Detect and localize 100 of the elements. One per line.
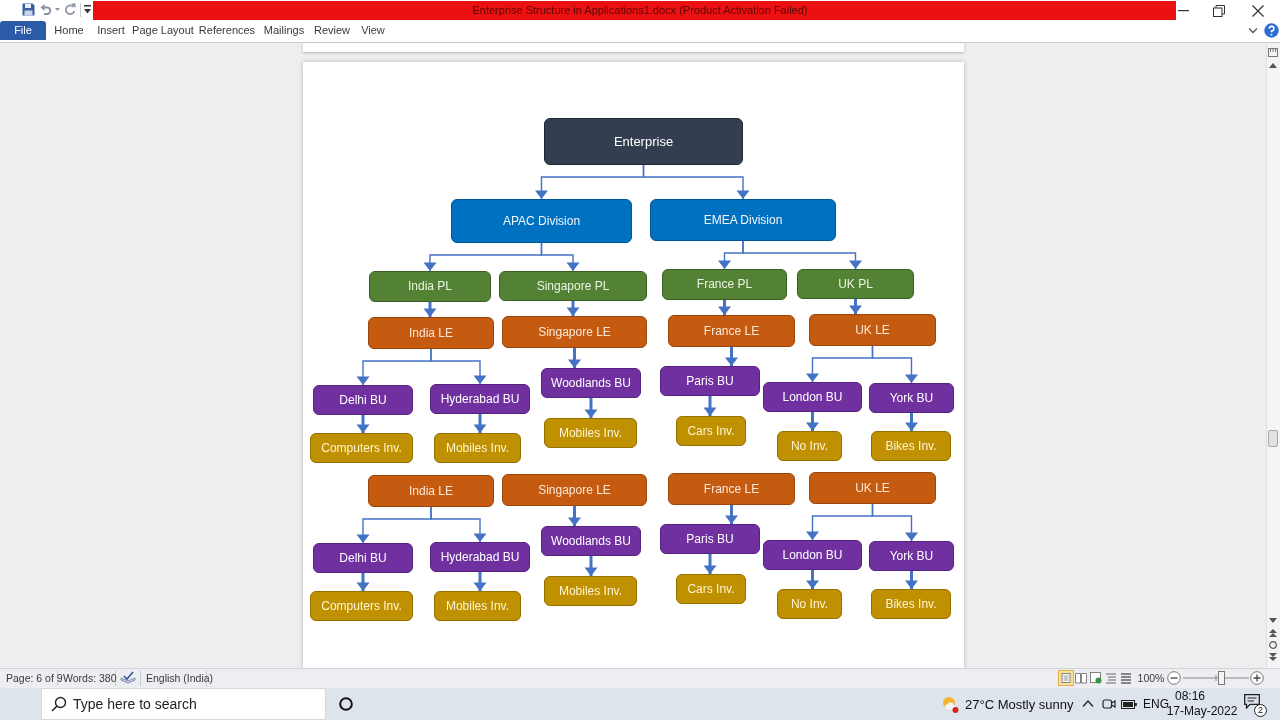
box-label: France LE xyxy=(703,481,760,497)
org-box xyxy=(871,431,951,461)
org-box xyxy=(668,473,795,505)
connector-arrow xyxy=(473,572,487,591)
box-label: UK LE xyxy=(855,480,890,496)
org-box xyxy=(660,366,760,396)
language-status: English (India) xyxy=(146,671,214,685)
connector-arrow xyxy=(849,299,862,314)
box-label: France LE xyxy=(703,323,760,339)
box-label: India PL xyxy=(407,279,452,294)
org-box xyxy=(777,431,842,461)
connector-arrow xyxy=(806,570,819,589)
box-label: Singapore PL xyxy=(536,278,610,294)
box-label: Cars Inv. xyxy=(687,423,735,439)
box-label: Mobiles Inv. xyxy=(445,440,510,456)
box-label: Hyderabad BU xyxy=(440,391,520,407)
org-box xyxy=(430,542,530,572)
box-label: London BU xyxy=(782,389,843,405)
box-label: Mobiles Inv. xyxy=(558,425,623,441)
connector-arrow xyxy=(430,506,487,543)
file-tab: File xyxy=(0,21,46,40)
org-box xyxy=(310,591,413,621)
box-label: Paris BU xyxy=(686,373,734,389)
org-box xyxy=(434,433,521,463)
ribbon-tab: Home xyxy=(51,23,87,39)
connector-arrow xyxy=(742,240,862,270)
org-box xyxy=(544,418,637,448)
connector-arrow xyxy=(871,503,918,542)
clock-time: 08:16 xyxy=(1175,688,1205,704)
org-box xyxy=(368,317,494,349)
connector-arrow xyxy=(430,348,487,385)
word-count: Words: 380 xyxy=(63,671,117,685)
org-box xyxy=(650,199,836,241)
org-box xyxy=(763,540,862,570)
connector-arrow xyxy=(905,413,918,431)
org-box xyxy=(660,524,760,554)
zoom-level: 100% xyxy=(1137,671,1165,685)
box-label: Delhi BU xyxy=(339,550,387,566)
org-box xyxy=(763,382,862,412)
org-box xyxy=(369,271,491,302)
connector-arrow xyxy=(540,242,580,272)
box-label: Woodlands BU xyxy=(551,375,631,391)
box-label: France PL xyxy=(696,277,753,292)
ribbon-tab: References xyxy=(195,23,259,39)
org-box xyxy=(541,526,641,556)
window-title: Enterprise Structure in Applications1.docx (Product Activation Failed) xyxy=(472,4,808,18)
box-label: York BU xyxy=(889,390,934,406)
ribbon-tab: Page Layout xyxy=(129,23,197,39)
org-box xyxy=(676,416,746,446)
box-label: Woodlands BU xyxy=(551,533,631,549)
connector-arrow xyxy=(566,301,580,316)
connector-arrow xyxy=(905,571,918,589)
box-label: No Inv. xyxy=(790,438,829,454)
box-label: Computers Inv. xyxy=(321,440,402,456)
org-box xyxy=(502,474,647,506)
ribbon-tab: Mailings xyxy=(260,23,308,39)
connector-arrow xyxy=(642,164,750,200)
box-label: Singapore LE xyxy=(538,324,611,340)
org-box xyxy=(313,543,413,573)
input-language: ENG xyxy=(1143,696,1169,711)
box-label: London BU xyxy=(782,547,843,563)
box-label: York BU xyxy=(889,548,934,564)
box-label: Bikes Inv. xyxy=(885,438,937,454)
connector-arrow xyxy=(473,414,487,433)
org-box xyxy=(368,475,494,507)
box-label: Cars Inv. xyxy=(687,581,735,597)
connector-arrow xyxy=(568,506,581,526)
box-label: UK LE xyxy=(855,322,890,338)
weather-status: 27°C Mostly sunny xyxy=(965,697,1074,713)
box-label: Enterprise xyxy=(613,133,674,150)
org-box xyxy=(541,368,641,398)
connector-arrow xyxy=(423,302,437,317)
org-box xyxy=(544,118,743,165)
box-label: Hyderabad BU xyxy=(440,549,520,565)
connector-arrow xyxy=(703,554,717,574)
connector-arrow xyxy=(725,505,738,524)
org-box xyxy=(662,269,787,300)
connector-arrow xyxy=(584,556,598,576)
org-box xyxy=(499,271,647,301)
box-label: Delhi BU xyxy=(339,392,387,408)
connector-arrow xyxy=(568,348,581,368)
box-label: EMEA Division xyxy=(703,212,783,228)
org-box xyxy=(777,589,842,619)
org-box xyxy=(451,199,632,243)
search-field: Type here to search xyxy=(41,688,326,720)
connector-arrow xyxy=(806,412,819,431)
org-box xyxy=(430,384,530,414)
connector-arrow xyxy=(703,396,717,416)
connector-arrow xyxy=(718,300,731,315)
org-box xyxy=(871,589,951,619)
org-box xyxy=(313,385,413,415)
org-box xyxy=(869,383,954,413)
box-label: Computers Inv. xyxy=(321,598,402,614)
ribbon-tab: View xyxy=(358,23,388,39)
box-label: Mobiles Inv. xyxy=(558,583,623,599)
box-label: Paris BU xyxy=(686,531,734,547)
connector-arrow xyxy=(356,415,370,433)
org-box xyxy=(434,591,521,621)
box-label: India LE xyxy=(408,483,453,499)
org-box xyxy=(668,315,795,347)
